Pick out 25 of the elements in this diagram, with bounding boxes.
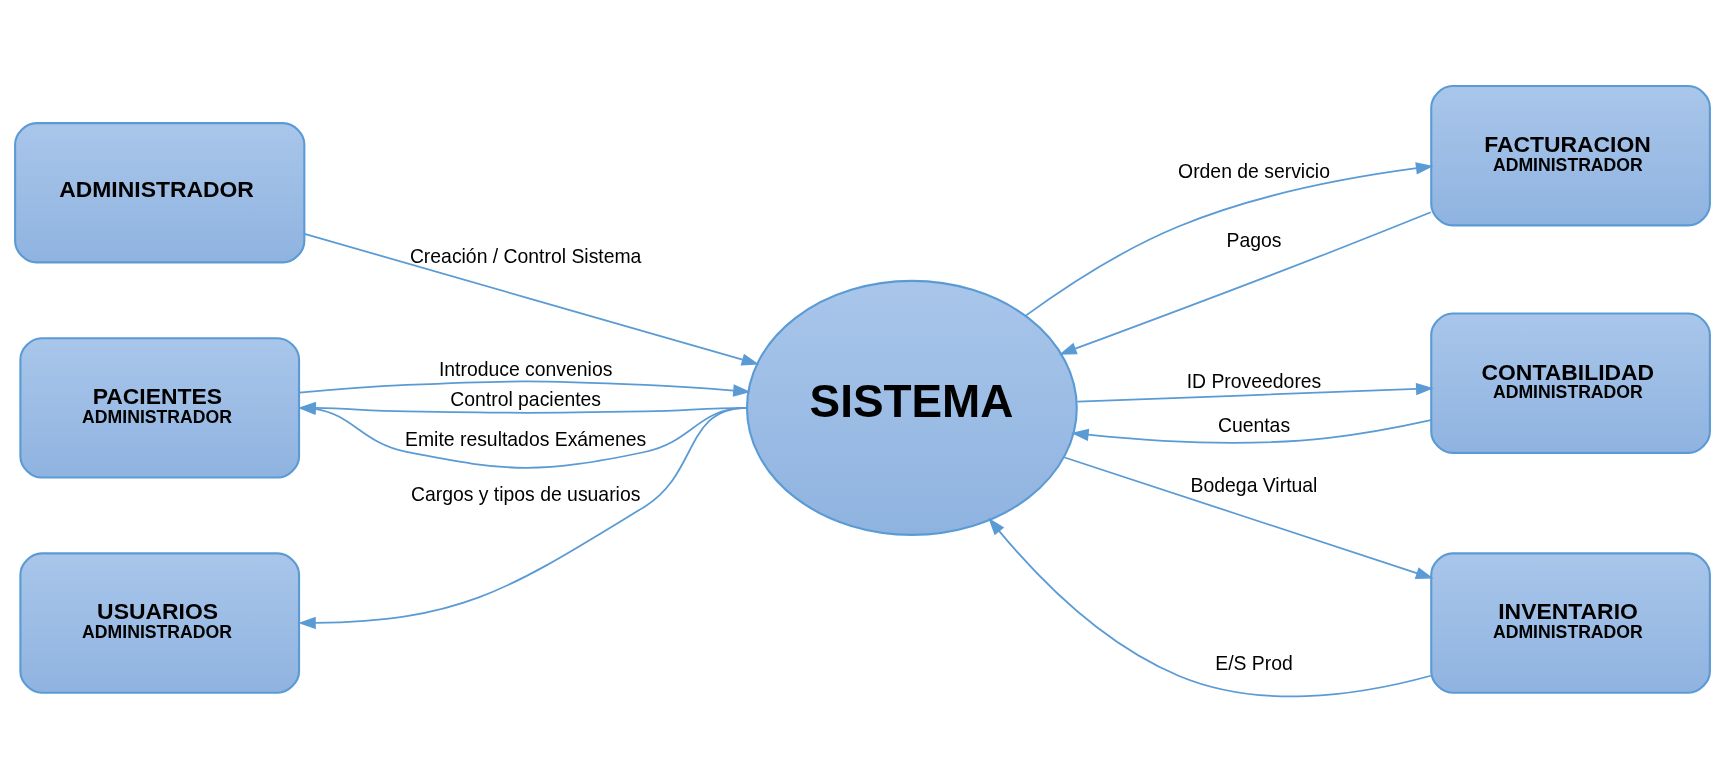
arrow — [298, 380, 751, 397]
edge-label: E/S Prod — [1215, 651, 1293, 674]
node-box: PACIENTES ADMINISTRADOR — [19, 336, 301, 479]
arrow — [1076, 382, 1434, 403]
arrow — [1071, 418, 1432, 444]
edge-label: Bodega Virtual — [1190, 473, 1318, 496]
edge-label: Cargos y tipos de usuarios — [410, 482, 641, 505]
arrow — [1024, 161, 1434, 316]
edge-label: Creación / Control Sistema — [409, 244, 642, 267]
node-box: INVENTARIO ADMINISTRADOR — [1430, 551, 1711, 694]
node-box: CONTABILIDAD ADMINISTRADOR — [1430, 312, 1711, 454]
edge-label: Emite resultados Exámenes — [405, 427, 647, 450]
node-box: ADMINISTRADOR — [14, 121, 306, 263]
arrow — [1063, 455, 1434, 579]
node-box: USUARIOS ADMINISTRADOR — [19, 551, 301, 694]
arrow — [988, 517, 1432, 697]
arrow — [303, 232, 760, 366]
edge-label: Introduce convenios — [438, 357, 613, 380]
edge-label: Cuentas — [1217, 413, 1291, 436]
edge-label: Orden de servicio — [1178, 159, 1330, 182]
edge-label: Control pacientes — [450, 387, 602, 410]
arrow — [1059, 210, 1432, 355]
edge-label: Pagos — [1226, 228, 1282, 251]
edge-label: ID Proveedores — [1186, 369, 1322, 392]
node-box: FACTURACION ADMINISTRADOR — [1430, 84, 1711, 226]
